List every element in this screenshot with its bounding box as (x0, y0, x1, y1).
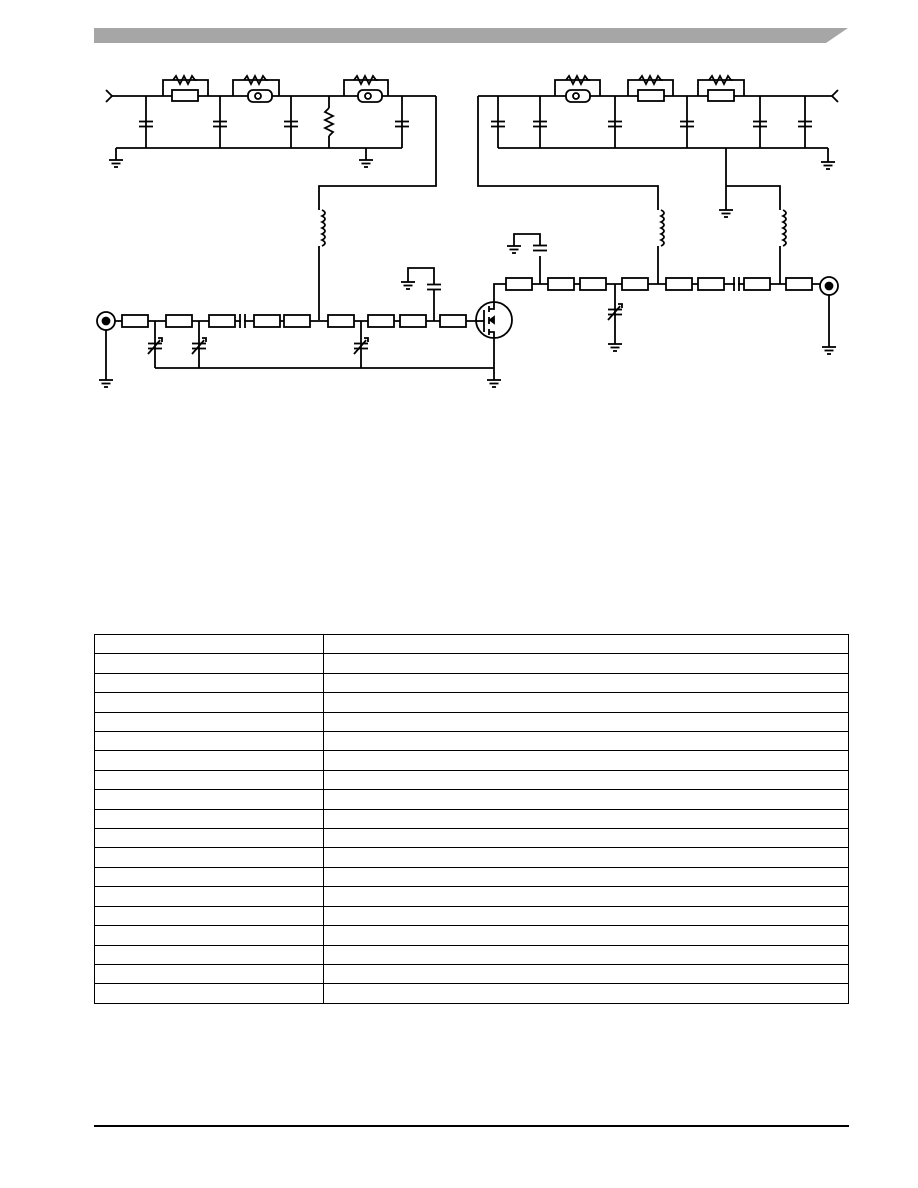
part-cell (94, 983, 324, 1004)
table-row (94, 789, 849, 810)
table-row (94, 731, 849, 752)
part-cell (94, 672, 324, 694)
table-row (94, 944, 849, 965)
table-row (94, 886, 849, 907)
description-cell (323, 828, 849, 849)
description-cell (323, 711, 849, 733)
part-cell (94, 808, 324, 830)
table-row (94, 905, 849, 927)
description-cell (323, 789, 849, 810)
description-cell (323, 808, 849, 830)
parts-list-table (94, 633, 849, 1004)
table-row (94, 925, 849, 946)
footer-rule (94, 1125, 849, 1127)
part-cell (94, 828, 324, 849)
description-cell (323, 983, 849, 1004)
table-row (94, 983, 849, 1004)
part-cell (94, 653, 324, 674)
description-cell (323, 905, 849, 927)
part-cell (94, 769, 324, 791)
table-row (94, 963, 849, 985)
description-cell (323, 944, 849, 965)
description-cell (323, 847, 849, 868)
table-row (94, 866, 849, 888)
table-row (94, 711, 849, 733)
table-row (94, 653, 849, 674)
part-cell (94, 789, 324, 810)
part-cell (94, 731, 324, 752)
part-cell (94, 963, 324, 985)
table-row (94, 847, 849, 868)
header-bar (94, 28, 848, 43)
table-row (94, 750, 849, 771)
table-row (94, 808, 849, 830)
part-cell (94, 750, 324, 771)
part-cell (94, 905, 324, 927)
description-cell (323, 672, 849, 694)
part-cell (94, 866, 324, 888)
description-cell (323, 653, 849, 674)
part-cell (94, 633, 324, 655)
part-cell (94, 944, 324, 965)
description-cell (323, 750, 849, 771)
description-cell (323, 866, 849, 888)
part-cell (94, 847, 324, 868)
part-cell (94, 711, 324, 733)
part-cell (94, 925, 324, 946)
description-cell (323, 886, 849, 907)
description-cell (323, 925, 849, 946)
circuit-schematic (96, 75, 839, 388)
description-cell (323, 692, 849, 713)
table-row (94, 692, 849, 713)
description-cell (323, 769, 849, 791)
description-cell (323, 963, 849, 985)
part-cell (94, 692, 324, 713)
table-row (94, 633, 849, 655)
part-cell (94, 886, 324, 907)
table-row (94, 769, 849, 791)
description-cell (323, 731, 849, 752)
table-row (94, 828, 849, 849)
table-row (94, 672, 849, 694)
description-cell (323, 633, 849, 655)
